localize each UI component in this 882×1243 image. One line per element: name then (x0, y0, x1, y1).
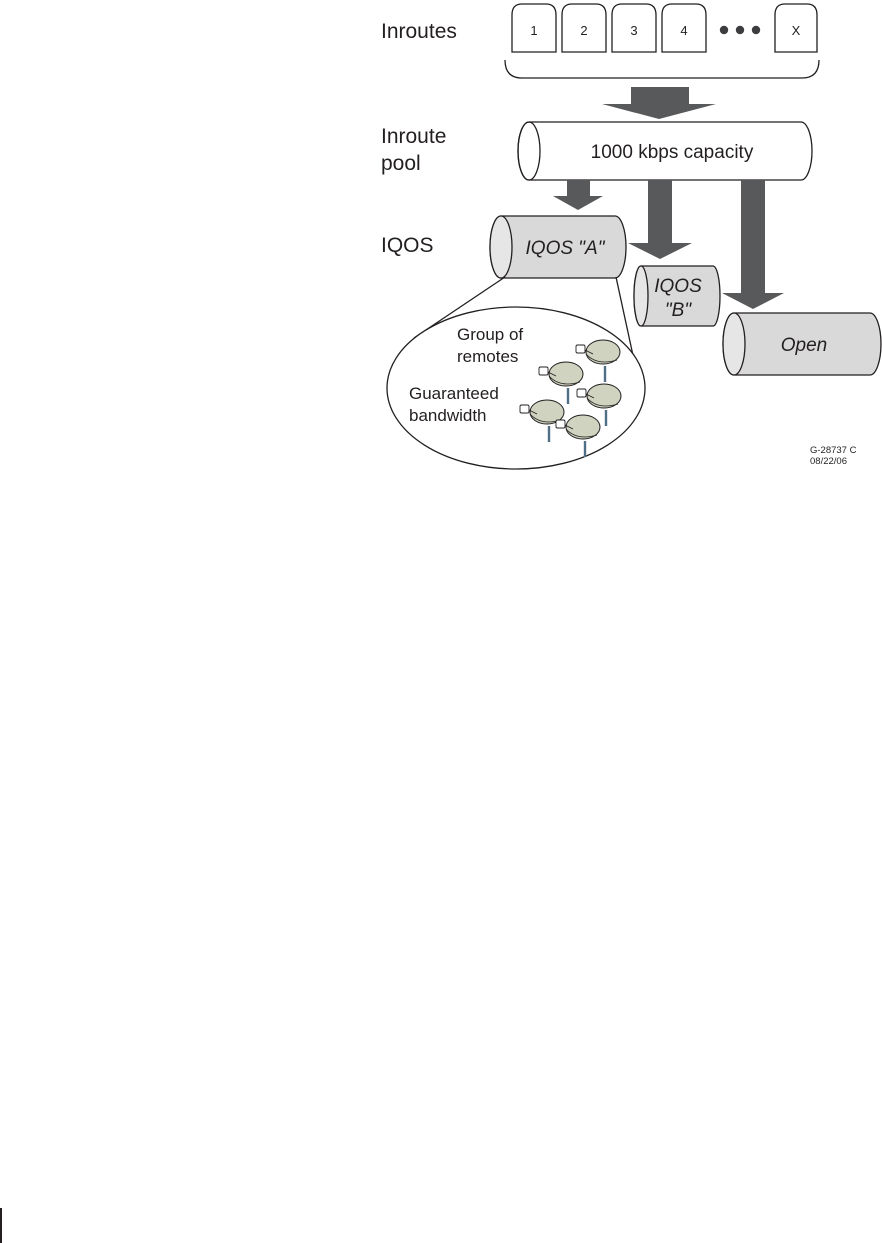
arrow-to-pool (602, 87, 716, 119)
label-inroute-pool-1: Inroute (381, 125, 446, 148)
iqos-b-label-1: IQOS (654, 276, 702, 297)
page-edge-mark (0, 1208, 2, 1243)
inroute-x-label: X (792, 23, 801, 38)
arrow-to-open (722, 180, 784, 309)
bubble-group-line2: remotes (457, 347, 518, 366)
label-iqos: IQOS (381, 234, 434, 257)
iqos-b-cylinder: IQOS "B" (633, 265, 721, 327)
bubble-guaranteed-line2: bandwidth (409, 406, 487, 425)
figure-id-line1: G-28737 C (810, 445, 857, 456)
iqos-b-label-2: "B" (665, 300, 692, 321)
open-label: Open (781, 335, 827, 356)
inroute-x: X (774, 3, 818, 53)
label-inroutes: Inroutes (381, 20, 457, 43)
iqos-a-cylinder: IQOS "A" (489, 215, 627, 279)
iqos-a-label: IQOS "A" (526, 238, 606, 259)
inroute-3-label: 3 (630, 23, 637, 38)
pool-capacity-label: 1000 kbps capacity (591, 142, 754, 163)
label-inroute-pool-2: pool (381, 152, 421, 175)
inroute-2: 2 (561, 3, 607, 53)
zoom-line-right (615, 276, 635, 361)
arrow-to-iqos-a (553, 180, 603, 210)
bubble-group-line1: Group of (457, 325, 523, 344)
inroute-pool-cylinder: 1000 kbps capacity (517, 121, 813, 181)
inroute-1-label: 1 (530, 23, 537, 38)
figure-id-line2: 08/22/06 (810, 456, 847, 467)
inroute-4: 4 (661, 3, 707, 53)
inroute-3: 3 (611, 3, 657, 53)
bubble-guaranteed-line1: Guaranteed (409, 384, 499, 403)
open-cylinder: Open (722, 312, 882, 376)
inroute-1: 1 (511, 3, 557, 53)
inroute-2-label: 2 (580, 23, 587, 38)
ellipsis-dots (719, 25, 761, 35)
inroute-4-label: 4 (680, 23, 687, 38)
arrow-to-iqos-b (628, 180, 692, 259)
inroutes-bracket (504, 59, 820, 79)
